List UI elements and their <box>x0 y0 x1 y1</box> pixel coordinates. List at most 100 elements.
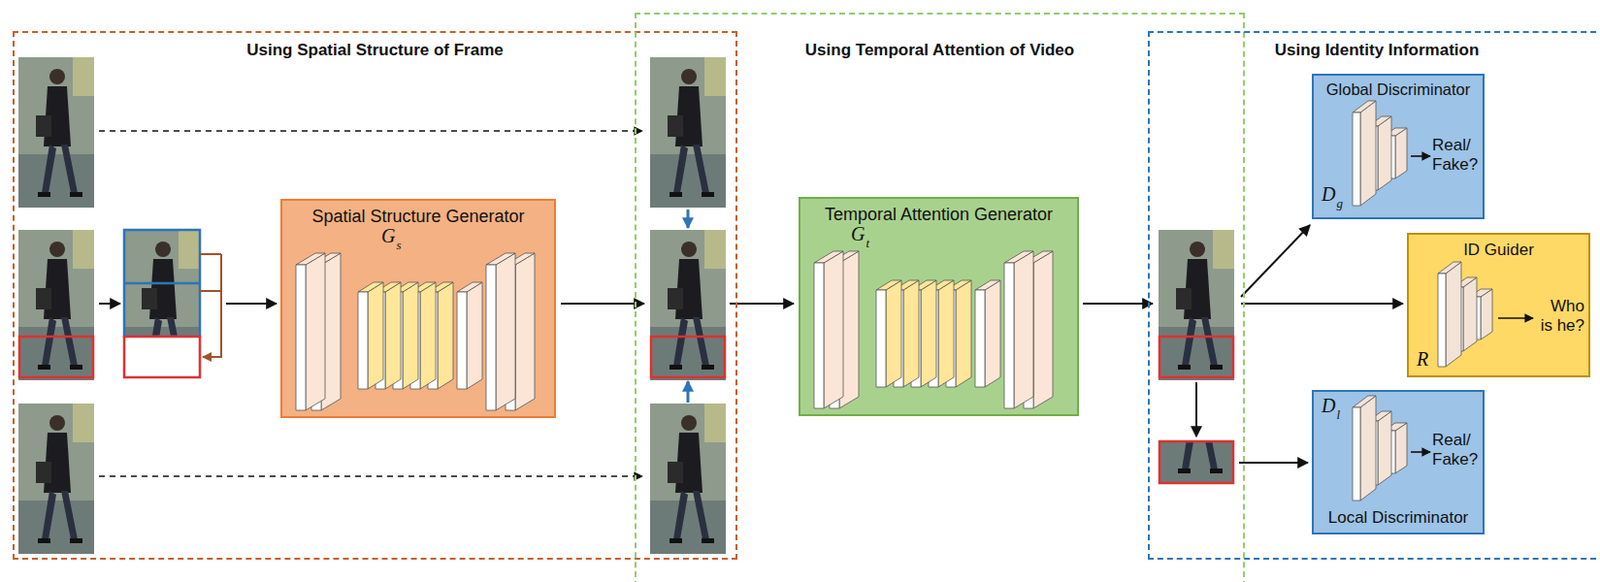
region: Using Spatial Structure of FrameSpatial … <box>12 31 738 560</box>
discriminator-box: Global DiscriminatorDg Real/ Fake? <box>1311 73 1485 220</box>
bracket <box>199 254 222 358</box>
output-arrow <box>1410 451 1431 454</box>
layer-front <box>457 292 467 390</box>
subscript: s <box>395 235 401 256</box>
box-text: D <box>1321 395 1336 416</box>
region: Using Temporal Attention of VideoTempora… <box>634 12 1245 582</box>
region: Using Identity InformationGlobal Discrim… <box>1147 31 1600 560</box>
layer-front <box>358 292 368 390</box>
arrow <box>560 302 645 305</box>
layer-top <box>814 251 844 263</box>
layer-top <box>876 280 902 291</box>
layer-face <box>402 282 419 390</box>
layer-face <box>1377 116 1392 191</box>
subscript: g <box>1336 194 1343 214</box>
layer-face <box>1360 100 1376 206</box>
box-text: G <box>381 226 395 246</box>
layer-front <box>295 264 306 411</box>
layer-face <box>385 282 401 390</box>
layer-face <box>955 280 972 388</box>
layer-face <box>1463 277 1477 352</box>
layer-face <box>420 282 436 390</box>
layer-front <box>975 290 985 388</box>
layer-face <box>466 282 483 390</box>
layer-front <box>876 290 886 388</box>
video-frame <box>650 229 726 381</box>
layer-front <box>1004 262 1014 409</box>
layer-front <box>1352 112 1361 206</box>
arrow <box>1195 382 1198 437</box>
video-frame <box>18 229 95 381</box>
occlusion-box <box>19 336 94 378</box>
layer-face <box>823 251 844 409</box>
generator-box: Temporal Attention GeneratorGt <box>798 196 1079 417</box>
layer-top <box>486 253 516 265</box>
box-title: ID Guider <box>1408 240 1589 261</box>
layer-face <box>903 280 919 388</box>
layer-face <box>984 280 1001 388</box>
layer-face <box>1377 411 1392 486</box>
missing-box <box>124 336 200 378</box>
layer-front <box>814 262 824 409</box>
subscript: l <box>1336 405 1340 425</box>
box-title: Using Identity Information <box>1149 40 1600 61</box>
layer-face <box>515 253 535 411</box>
layer-top <box>1352 395 1376 408</box>
arrow <box>1239 461 1308 464</box>
box-text: Local Discriminator <box>1313 508 1483 528</box>
arrow <box>98 302 121 305</box>
box-text: Who is he? <box>1536 296 1585 336</box>
network-layers <box>282 200 555 417</box>
layer-face <box>885 280 902 388</box>
layer-top <box>295 253 326 265</box>
layer-face <box>938 280 954 388</box>
layer-face <box>1395 423 1407 474</box>
split-line <box>124 282 200 286</box>
layer-face <box>1395 128 1407 179</box>
output-arrow <box>1410 155 1431 158</box>
layer-face <box>1480 289 1493 340</box>
layer-top <box>1437 261 1462 274</box>
subscript: t <box>865 233 870 254</box>
video-frame <box>650 403 726 555</box>
layer-top <box>358 282 384 293</box>
box-text: D <box>1321 184 1336 204</box>
dashed-arrow <box>98 130 643 132</box>
box-text: Real/ Fake? <box>1432 135 1481 175</box>
layer-top <box>457 282 483 293</box>
box-title: Using Temporal Attention of Video <box>636 40 1243 61</box>
layer-front <box>486 264 496 411</box>
dashed-arrow <box>98 475 643 478</box>
layer-top <box>1352 100 1376 113</box>
layer-face <box>1360 395 1376 501</box>
arrow <box>1082 302 1153 305</box>
id-guider-box: ID GuiderRWho is he? <box>1406 232 1591 378</box>
layer-face <box>1033 251 1053 409</box>
generator-box: Spatial Structure GeneratorGs <box>280 198 556 419</box>
box-text: Real/ Fake? <box>1432 430 1481 470</box>
video-frame <box>650 57 726 208</box>
arrow <box>729 302 794 305</box>
layer-face <box>1445 261 1462 367</box>
output-arrow <box>1498 317 1534 320</box>
layer-top <box>975 280 1001 291</box>
completed-box <box>651 336 725 378</box>
layer-front <box>1437 273 1446 367</box>
network-layers <box>800 198 1078 415</box>
arrow <box>1240 302 1404 305</box>
layer-face <box>305 253 326 411</box>
cropped-frame <box>124 229 200 381</box>
discriminator-box: DlReal/ Fake? Local Discriminator <box>1311 390 1485 535</box>
box-text: G <box>850 224 865 244</box>
arrow <box>1240 225 1310 297</box>
layer-front <box>1352 407 1361 501</box>
box-title: Temporal Attention Generator <box>800 204 1078 225</box>
blue-arrow <box>686 209 690 229</box>
blue-arrow <box>686 381 690 403</box>
video-frame <box>18 57 95 208</box>
box-title: Using Spatial Structure of Frame <box>14 40 736 61</box>
output-frame <box>1158 229 1235 381</box>
box-title: Global Discriminator <box>1313 79 1483 99</box>
layer-face <box>437 282 454 390</box>
